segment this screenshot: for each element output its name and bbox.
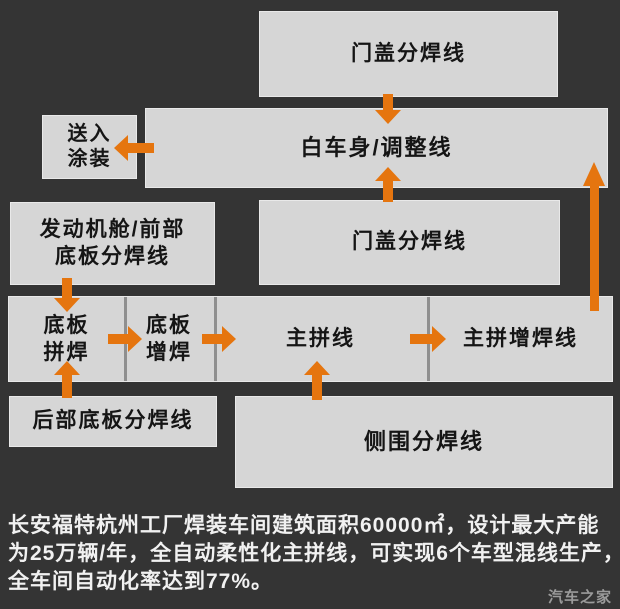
section-label-line1: 底板: [146, 313, 192, 337]
box-side-panel-subwelding: 侧围分焊线: [235, 396, 613, 488]
caption-text: 长安福特杭州工厂焊装车间建筑面积60000㎡，设计最大产能 为25万辆/年，全自…: [8, 512, 620, 596]
box-label-line1: 发动机舱/前部: [39, 218, 186, 242]
arrow-body: [62, 278, 72, 299]
box-label: 后部底板分焊线: [32, 409, 194, 433]
arrow-body: [383, 94, 393, 111]
section-label: 主拼线: [286, 327, 355, 351]
arrow-head: [222, 326, 236, 352]
arrow-body: [383, 181, 393, 202]
arrow-body: [62, 374, 72, 398]
box-rear-floor-subwelding: 后部底板分焊线: [9, 396, 217, 447]
arrow-head: [128, 326, 142, 352]
arrow-body: [128, 143, 154, 153]
box-door-subwelding-top: 门盖分焊线: [259, 11, 558, 97]
arrow-head: [114, 135, 128, 161]
section-main-reweld: 主拼增焊线: [427, 297, 614, 381]
arrow-body: [202, 334, 223, 344]
arrow-head: [375, 167, 401, 181]
section-label: 主拼增焊线: [463, 327, 578, 351]
arrow-head: [54, 361, 80, 375]
caption-line-2: 为25万辆/年，全自动柔性化主拼线，可实现6个车型混线生产，: [8, 542, 620, 565]
box-label: 门盖分焊线: [351, 41, 466, 65]
box-label: 白车身/调整线: [300, 135, 453, 161]
arrow-body: [590, 185, 599, 311]
arrow-head: [432, 326, 446, 352]
arrow-body: [108, 334, 129, 344]
arrow-body: [410, 334, 433, 344]
autohome-watermark: 汽车之家: [547, 589, 612, 606]
box-engine-bay-front-floor: 发动机舱/前部 底板分焊线: [10, 202, 215, 285]
box-label-line2: 底板分焊线: [55, 244, 170, 268]
box-label: 侧围分焊线: [363, 429, 484, 455]
section-label-line2: 拼焊: [43, 341, 90, 364]
box-door-subwelding-mid: 门盖分焊线: [259, 200, 560, 285]
arrow-head: [375, 110, 401, 124]
caption-line-1: 长安福特杭州工厂焊装车间建筑面积60000㎡，设计最大产能: [8, 514, 600, 537]
section-label-line2: 增焊: [146, 341, 192, 364]
section-floor-weld: 底板 拼焊: [9, 297, 124, 381]
box-label-line2: 涂装: [67, 148, 112, 170]
caption-line-3: 全车间自动化率达到77%。: [8, 570, 274, 593]
section-label-line1: 底板: [43, 313, 90, 337]
section-main-line: 主拼线: [214, 297, 427, 381]
box-label: 门盖分焊线: [352, 230, 467, 254]
arrow-body: [312, 374, 322, 400]
arrow-head: [54, 298, 80, 312]
arrow-head: [583, 162, 605, 186]
box-label-line1: 送入: [67, 123, 112, 145]
section-floor-reweld: 底板 增焊: [124, 297, 214, 381]
arrow-head: [304, 361, 330, 375]
